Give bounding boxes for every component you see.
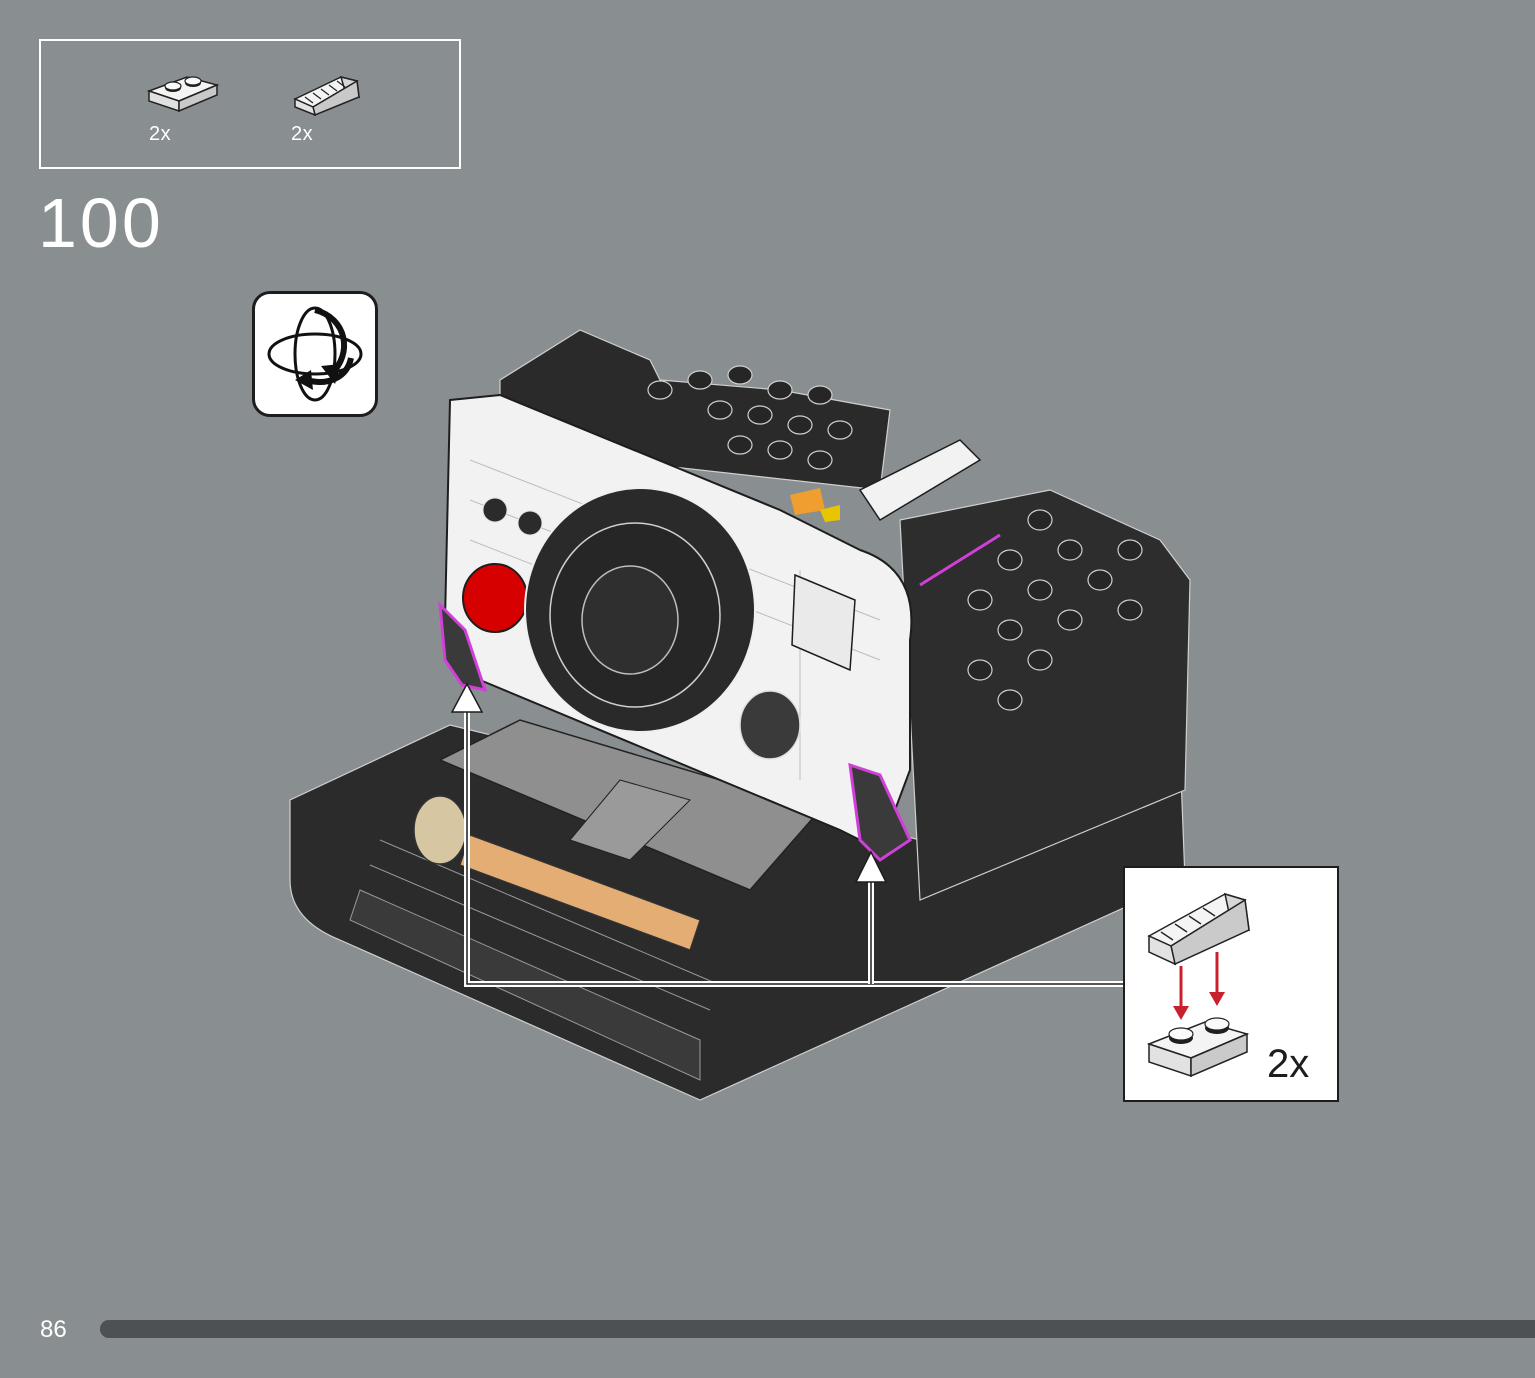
callout-qty: 2x xyxy=(1267,1042,1310,1086)
arrow-up-icon xyxy=(450,682,484,713)
sub-assembly-callout: 2x xyxy=(1123,866,1339,1102)
step-number: 100 xyxy=(38,184,164,262)
arrow-up-icon xyxy=(854,850,888,883)
parts-list-box: 2x 2x xyxy=(39,39,461,169)
page-number: 86 xyxy=(40,1316,67,1343)
part-qty: 2x xyxy=(149,123,172,145)
part-slope-grille: 2x xyxy=(291,71,381,161)
model-illustration xyxy=(289,329,1191,1101)
progress-bar xyxy=(100,1320,1535,1338)
rotate-badge xyxy=(252,291,378,417)
rotate-model-icon xyxy=(267,306,363,402)
plate-1x2-icon xyxy=(146,76,220,113)
slope-grille-icon xyxy=(293,75,360,117)
part-qty: 2x xyxy=(291,123,314,145)
part-plate-1x2: 2x xyxy=(143,71,233,161)
progress-fill xyxy=(100,1320,1535,1338)
sub-assembly-icon xyxy=(1146,892,1250,1078)
